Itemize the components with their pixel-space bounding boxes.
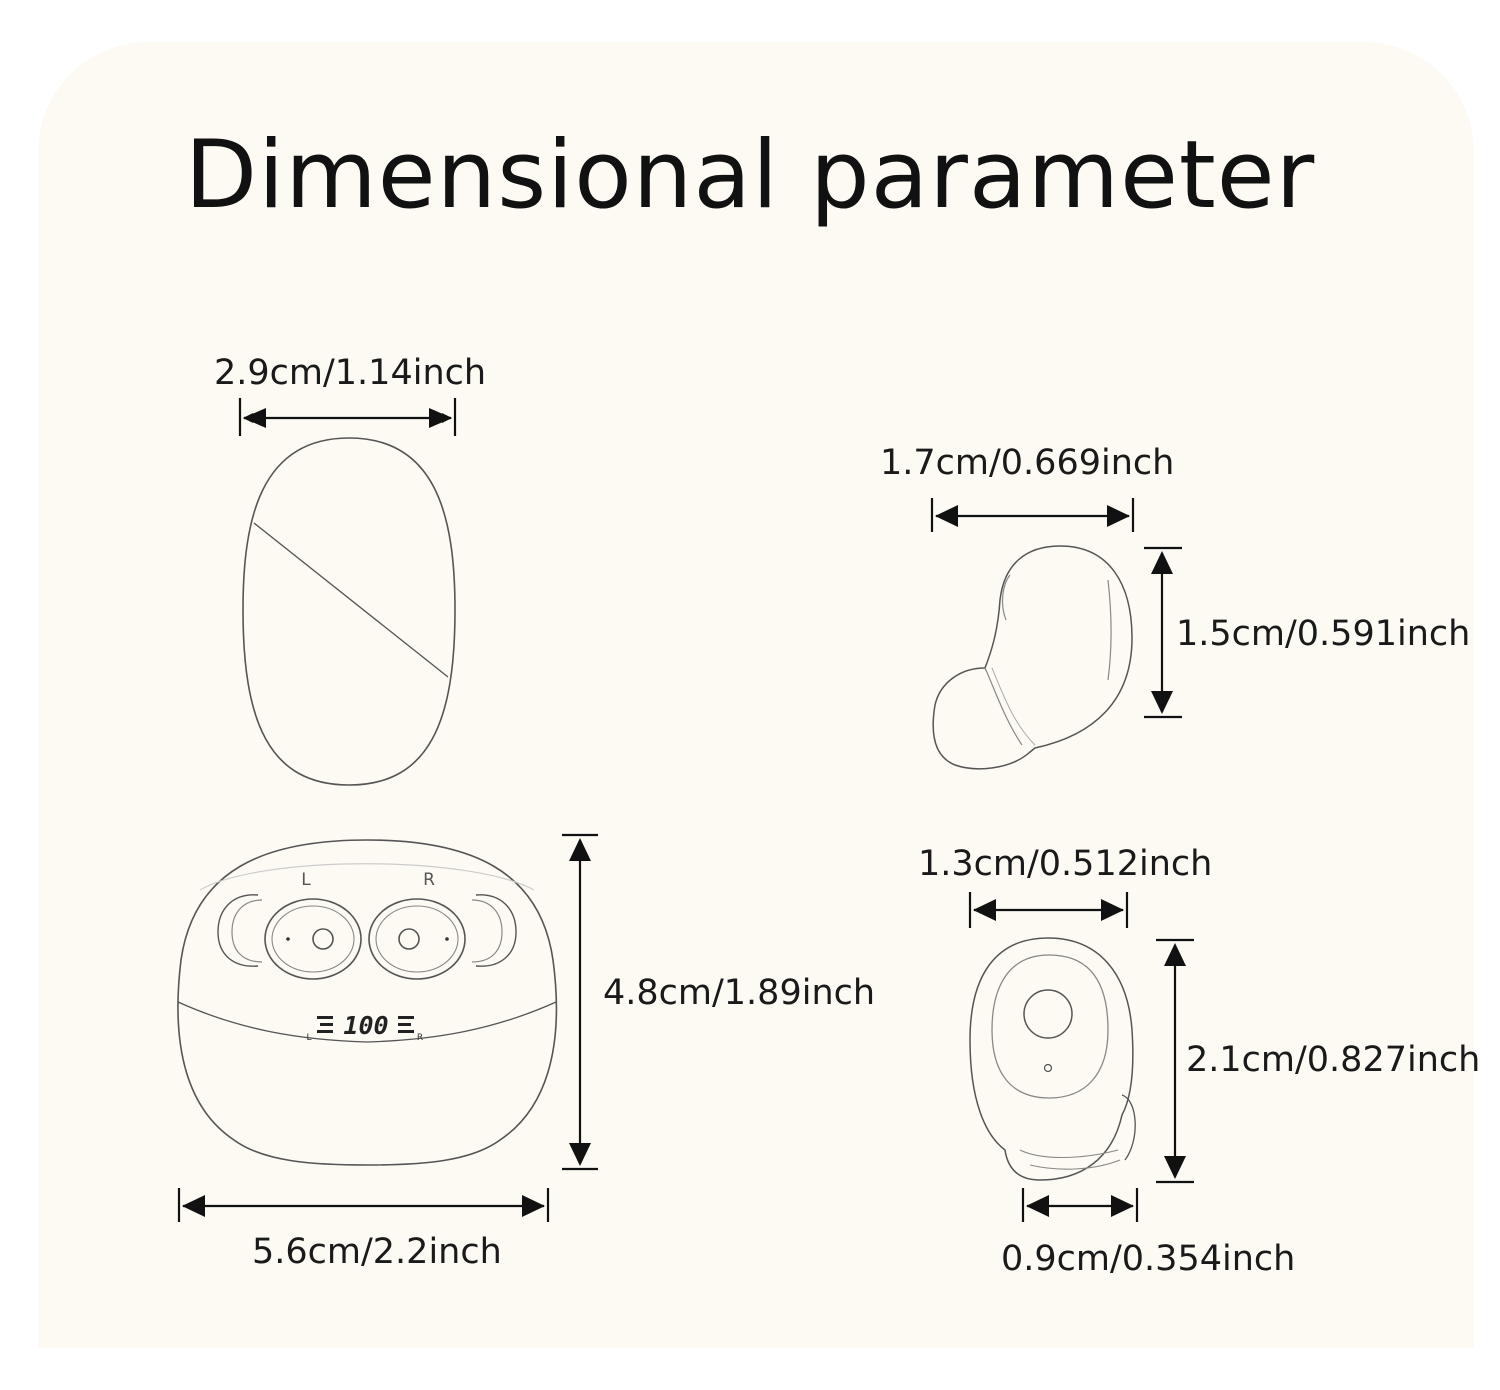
earbud-front-illustration — [969, 937, 1136, 1181]
case-height-label: 4.8cm/1.89inch — [603, 973, 876, 1013]
front-width-arrowheads — [973, 899, 1124, 921]
case-width-arrowheads — [182, 1195, 545, 1217]
side-height-dimension — [1144, 546, 1182, 719]
case-left-label: L — [301, 870, 311, 890]
page-title: Dimensional parameter — [184, 121, 1316, 230]
case-width-dimension — [177, 1188, 550, 1222]
side-width-arrowheads — [935, 505, 1130, 527]
front-height-dimension — [1156, 938, 1194, 1184]
side-width-label: 1.7cm/0.669inch — [880, 443, 1175, 483]
case-right-label: R — [423, 870, 435, 890]
front-height-label: 2.1cm/0.827inch — [1186, 1040, 1481, 1080]
side-height-label: 1.5cm/0.591inch — [1176, 614, 1471, 654]
case-width-label: 5.6cm/2.2inch — [252, 1232, 502, 1272]
case-open-illustration — [177, 839, 558, 1166]
side-width-dimension — [930, 498, 1135, 532]
earbud-side-illustration — [932, 545, 1133, 770]
case-height-arrowheads — [569, 838, 591, 1166]
front-width-label: 1.3cm/0.512inch — [918, 844, 1213, 884]
front-width-dimension — [968, 892, 1129, 928]
battery-display-value: 100 — [343, 1011, 388, 1040]
case-height-dimension — [562, 833, 598, 1171]
lid-width-arrowheads — [243, 408, 452, 428]
lid-width-label: 2.9cm/1.14inch — [214, 353, 487, 393]
battery-display — [317, 1016, 414, 1033]
tip-width-label: 0.9cm/0.354inch — [1001, 1239, 1296, 1279]
battery-display-left: L — [306, 1033, 311, 1043]
front-height-arrowheads — [1164, 943, 1186, 1179]
battery-display-right: R — [417, 1033, 423, 1043]
case-lid-illustration — [242, 437, 456, 786]
background-panel — [38, 42, 1474, 1348]
tip-width-arrowheads — [1026, 1195, 1134, 1217]
side-height-arrowheads — [1151, 551, 1173, 714]
lid-width-dimension — [238, 398, 457, 436]
